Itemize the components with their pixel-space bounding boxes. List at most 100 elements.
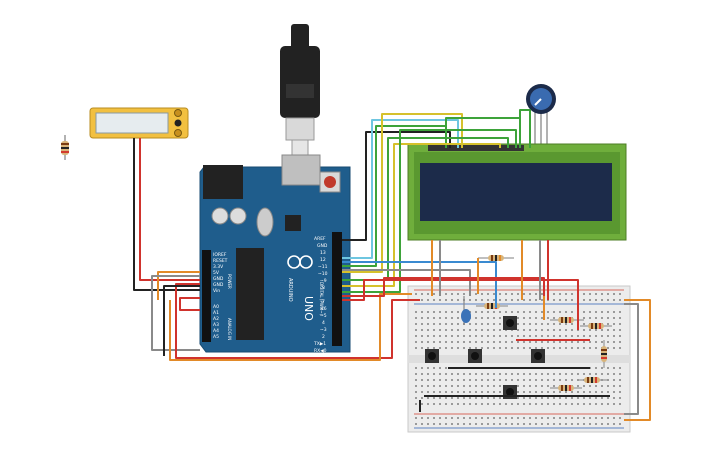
breadboard-hole <box>517 329 519 331</box>
breadboard-hole <box>487 317 489 319</box>
breadboard-hole <box>511 423 513 425</box>
breadboard-hole <box>445 385 447 387</box>
breadboard-hole <box>433 379 435 381</box>
breadboard-hole <box>571 311 573 313</box>
breadboard-hole <box>457 385 459 387</box>
breadboard-hole <box>559 397 561 399</box>
loose-resistor[interactable] <box>61 135 69 160</box>
resistor-1[interactable] <box>478 255 514 261</box>
breadboard-hole <box>553 373 555 375</box>
breadboard-hole <box>571 403 573 405</box>
breadboard-hole <box>469 385 471 387</box>
push-button-2[interactable] <box>425 349 439 363</box>
breadboard-hole <box>613 323 615 325</box>
multimeter[interactable] <box>89 107 189 139</box>
breadboard-hole <box>547 329 549 331</box>
breadboard-hole <box>553 347 555 349</box>
analog-label: ANALOG IN <box>227 318 232 340</box>
breadboard-hole <box>451 335 453 337</box>
breadboard-hole <box>523 335 525 337</box>
breadboard-hole <box>427 379 429 381</box>
breadboard-hole <box>541 317 543 319</box>
breadboard-hole <box>517 423 519 425</box>
breadboard-hole <box>457 341 459 343</box>
breadboard-hole <box>565 423 567 425</box>
breadboard-hole <box>439 299 441 301</box>
breadboard-hole <box>583 341 585 343</box>
breadboard-hole <box>433 311 435 313</box>
breadboard-hole <box>421 335 423 337</box>
blue-capacitor[interactable] <box>461 296 471 325</box>
breadboard-hole <box>613 397 615 399</box>
breadboard-hole <box>433 347 435 349</box>
breadboard-hole <box>481 385 483 387</box>
breadboard-hole <box>523 347 525 349</box>
breadboard-hole <box>583 403 585 405</box>
breadboard-hole <box>439 311 441 313</box>
breadboard-hole <box>523 317 525 319</box>
arduino-uno-board[interactable]: UNO ARDUINO DIGITAL (PWM~) ANALOG IN POW… <box>199 154 351 354</box>
breadboard-hole <box>559 391 561 393</box>
breadboard-hole <box>571 299 573 301</box>
breadboard-hole <box>541 293 543 295</box>
breadboard-hole <box>607 311 609 313</box>
breadboard-hole <box>415 293 417 295</box>
breadboard-hole <box>547 403 549 405</box>
breadboard-hole <box>475 403 477 405</box>
lcd-16x2-display[interactable] <box>407 143 627 241</box>
breadboard-hole <box>601 373 603 375</box>
breadboard-hole <box>493 293 495 295</box>
svg-text:5V: 5V <box>213 270 220 276</box>
breadboard-hole <box>541 299 543 301</box>
breadboard-hole <box>463 341 465 343</box>
breadboard-hole <box>421 367 423 369</box>
breadboard-hole <box>541 385 543 387</box>
breadboard-hole <box>601 329 603 331</box>
breadboard-hole <box>511 347 513 349</box>
breadboard-hole <box>523 379 525 381</box>
breadboard-hole <box>607 299 609 301</box>
push-button-3[interactable] <box>468 349 482 363</box>
breadboard-hole <box>499 293 501 295</box>
breadboard-hole <box>571 323 573 325</box>
resistor-4[interactable] <box>580 323 612 329</box>
breadboard-hole <box>523 423 525 425</box>
breadboard-hole <box>529 417 531 419</box>
breadboard-hole <box>607 323 609 325</box>
svg-text:A1: A1 <box>213 310 219 316</box>
breadboard-hole <box>469 323 471 325</box>
breadboard-hole <box>421 379 423 381</box>
breadboard-hole <box>493 335 495 337</box>
breadboard-hole <box>577 385 579 387</box>
breadboard-hole <box>577 347 579 349</box>
resistor-5[interactable] <box>601 340 607 368</box>
breadboard-hole <box>415 311 417 313</box>
breadboard-hole <box>427 317 429 319</box>
breadboard-hole <box>553 311 555 313</box>
breadboard-hole <box>589 311 591 313</box>
breadboard-hole <box>463 335 465 337</box>
breadboard-hole <box>529 423 531 425</box>
breadboard-hole <box>613 293 615 295</box>
breadboard-hole <box>523 329 525 331</box>
push-button-1[interactable] <box>503 316 517 330</box>
breadboard-hole <box>565 311 567 313</box>
breadboard-hole <box>469 391 471 393</box>
breadboard-hole <box>607 403 609 405</box>
push-button-4[interactable] <box>531 349 545 363</box>
breadboard-hole <box>457 417 459 419</box>
resistor-6[interactable] <box>550 385 582 391</box>
breadboard-hole <box>577 373 579 375</box>
breadboard-hole <box>529 347 531 349</box>
breadboard-hole <box>601 403 603 405</box>
breadboard-hole <box>487 323 489 325</box>
breadboard-hole <box>565 379 567 381</box>
breadboard-hole <box>553 323 555 325</box>
breadboard-hole <box>427 323 429 325</box>
breadboard-hole <box>583 317 585 319</box>
breadboard-hole <box>547 323 549 325</box>
breadboard-hole <box>481 347 483 349</box>
resistor-7[interactable] <box>578 377 608 383</box>
breadboard-hole <box>553 329 555 331</box>
breadboard[interactable] <box>407 285 631 433</box>
